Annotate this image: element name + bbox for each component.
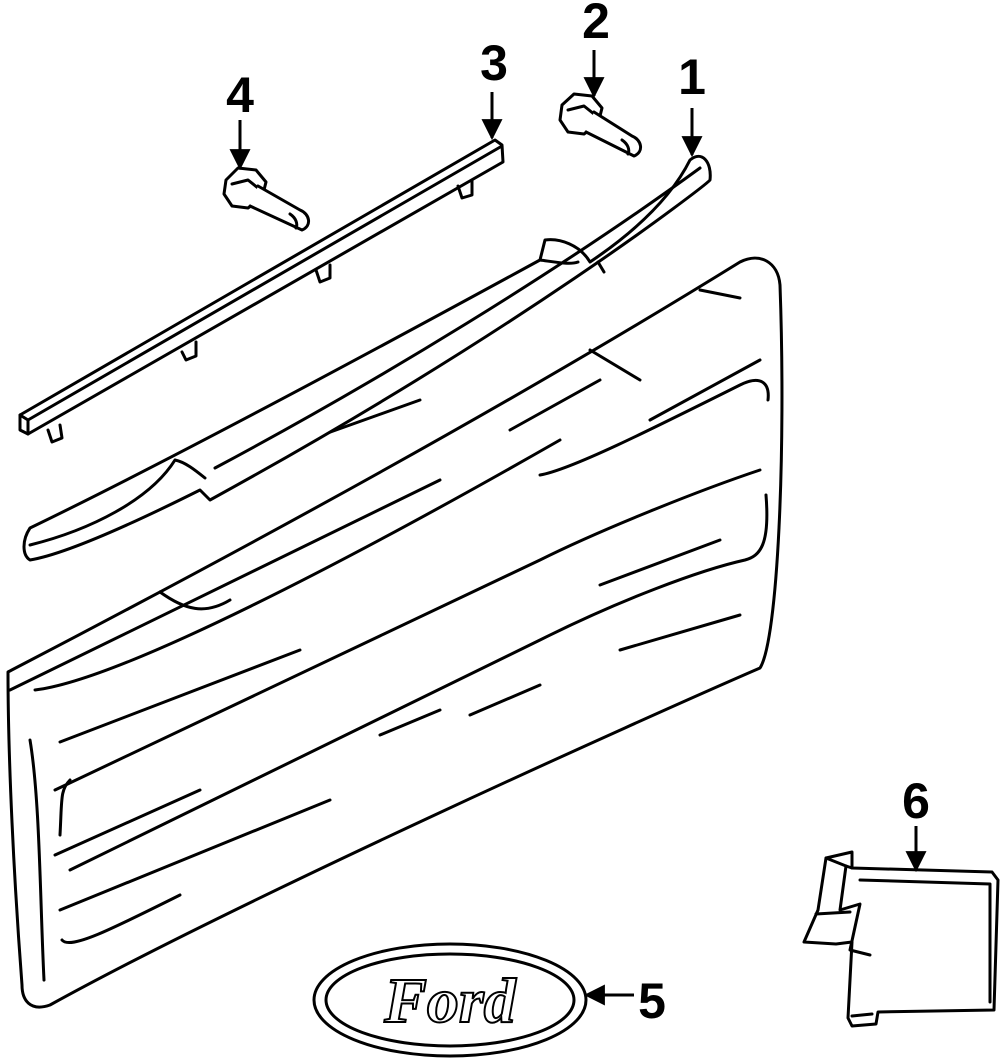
bowtie-emblem [802, 850, 1000, 1028]
callout-1: 1 [678, 49, 706, 105]
callout-5: 5 [638, 973, 666, 1029]
reinforcement-bolt [222, 166, 310, 232]
callout-3: 3 [480, 35, 508, 91]
callout-6: 6 [902, 773, 930, 829]
tailgate-upper-molding [22, 154, 712, 562]
callout-4: 4 [226, 67, 254, 123]
molding-bolt [558, 92, 642, 158]
tailgate-panel [6, 256, 784, 1009]
ford-emblem-text: Ford [383, 965, 517, 1036]
callout-2: 2 [582, 0, 610, 49]
